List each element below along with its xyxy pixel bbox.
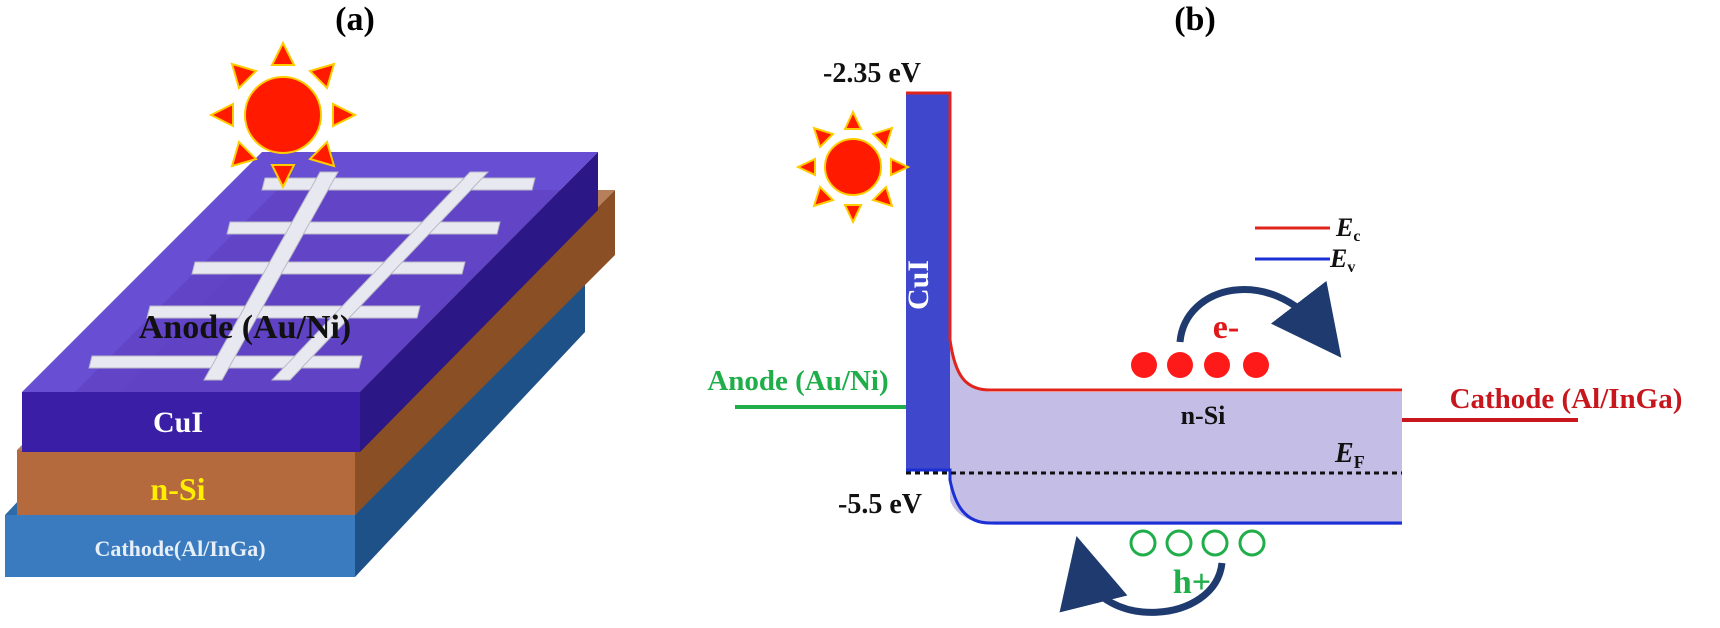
ev-curve (906, 468, 1402, 525)
panel-b-label: (b) (1174, 1, 1216, 38)
cui-label-a: CuI (153, 406, 203, 439)
fermi-label: EF (1334, 438, 1365, 472)
ec-curve (906, 91, 1402, 392)
electron (1243, 352, 1269, 378)
hole (1238, 529, 1266, 557)
legend-ev-label: Ev (1329, 244, 1355, 276)
electron (1167, 352, 1193, 378)
cui-label-b: CuI (902, 260, 935, 310)
nsi-label-a: n-Si (150, 471, 205, 507)
hole (1201, 529, 1229, 557)
cui-bar (906, 93, 950, 470)
anode-grid (88, 171, 536, 381)
electron (1204, 352, 1230, 378)
legend-ec-label: Ec (1335, 213, 1360, 245)
sun-icon (795, 109, 911, 225)
electrons (1131, 352, 1269, 378)
hole (1129, 529, 1157, 557)
band-legend: Ec Ev (1255, 213, 1360, 276)
electron-label: e- (1213, 309, 1239, 346)
panel-a-label: (a) (335, 1, 375, 38)
panel-b: (b) CuI -2.35 eV -5.5 eV Anode (Au/Ni) C… (707, 1, 1683, 616)
cathode-label-b: Cathode (Al/InGa) (1450, 383, 1683, 415)
nsi-band (950, 345, 1402, 525)
hole-arrow-icon (1059, 536, 1226, 616)
electron-arrow-icon (1176, 280, 1342, 358)
electron (1131, 352, 1157, 378)
holes (1129, 529, 1266, 557)
anode-label-b: Anode (Au/Ni) (707, 365, 888, 397)
panel-a: (a) Anode (Au/Ni) (5, 1, 615, 577)
anode-label-a: Anode (Au/Ni) (139, 309, 352, 346)
cathode-label-a: Cathode(Al/InGa) (94, 536, 265, 561)
nsi-label-b: n-Si (1181, 401, 1226, 430)
sun-icon (208, 40, 358, 190)
energy-top-label: -2.35 eV (823, 58, 921, 89)
energy-bottom-label: -5.5 eV (838, 489, 922, 520)
hole (1165, 529, 1193, 557)
